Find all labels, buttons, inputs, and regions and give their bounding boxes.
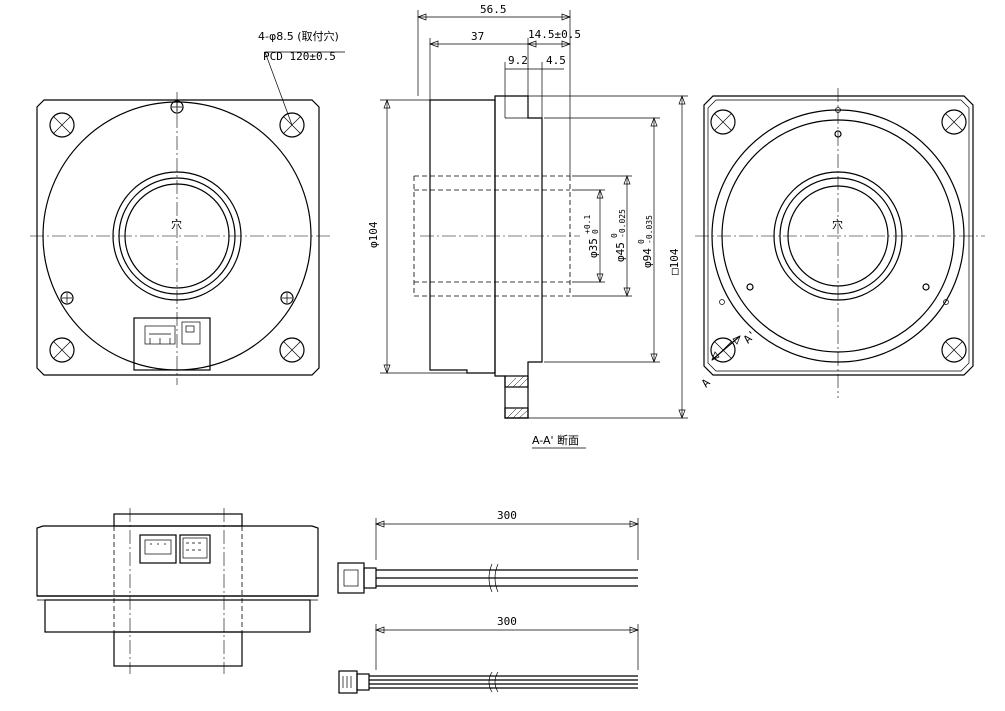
section-view: 56.5 37 14.5±0.5 9.2 4.5 φ104 φ35 +0.1 0 <box>367 3 688 449</box>
dia-pilot-group: φ94 0 -0.035 <box>637 215 654 268</box>
dia-hub-group: φ45 0 -0.025 <box>610 209 627 262</box>
section-mark-1: A <box>699 376 713 390</box>
dia-pilot-tol-lower: -0.035 <box>645 215 654 244</box>
dia-hub-tol-lower: -0.025 <box>618 209 627 238</box>
dim-overall: 56.5 <box>480 3 507 16</box>
dia-bore-tol-lower: 0 <box>591 229 600 234</box>
hatch-lower <box>504 407 529 419</box>
cable-bottom: 300 <box>338 615 639 694</box>
side-view <box>36 508 319 674</box>
square-size: □104 <box>668 248 681 275</box>
front-center-label: 穴 <box>171 217 182 231</box>
cable-top-length: 300 <box>497 509 517 522</box>
hole-callout-line1: 4-φ8.5 (取付穴) <box>258 29 339 43</box>
dia-hub: φ45 <box>614 242 627 262</box>
dim-flange: 14.5±0.5 <box>528 28 581 41</box>
side-connector <box>139 534 211 564</box>
rear-center-label: 穴 <box>832 217 843 231</box>
cable-top: 300 <box>337 509 639 594</box>
front-view: 4-φ8.5 (取付穴) PCD 120±0.5 穴 <box>30 29 345 385</box>
dia-bore-tol-upper: +0.1 <box>583 215 592 234</box>
dia-outer: φ104 <box>367 221 380 248</box>
cable-bottom-length: 300 <box>497 615 517 628</box>
dia-bore: φ35 <box>587 238 600 258</box>
rear-mounting-hole-br <box>941 337 967 363</box>
dim-body: 37 <box>471 30 484 43</box>
hole-callout-line2: PCD 120±0.5 <box>263 50 336 63</box>
section-label: A-A' 断面 <box>532 433 579 447</box>
screw-left <box>60 291 74 305</box>
rear-mounting-hole-tl <box>710 109 736 135</box>
dia-pilot: φ94 <box>641 248 654 268</box>
screw-right <box>280 291 294 305</box>
mounting-hole-tl <box>49 112 75 138</box>
rear-mounting-hole-tr <box>941 109 967 135</box>
mounting-hole-br <box>279 337 305 363</box>
dia-hub-tol-upper: 0 <box>610 233 619 238</box>
rear-view: A A' 穴 <box>695 88 985 398</box>
dia-bore-group: φ35 +0.1 0 <box>583 215 600 258</box>
hatch-upper <box>504 375 529 388</box>
dim-step: 9.2 <box>508 54 528 67</box>
section-mark-2: A' <box>741 328 760 347</box>
dim-lip: 4.5 <box>546 54 566 67</box>
front-connector <box>133 317 211 371</box>
dia-pilot-tol-upper: 0 <box>637 239 646 244</box>
mounting-hole-bl <box>49 337 75 363</box>
